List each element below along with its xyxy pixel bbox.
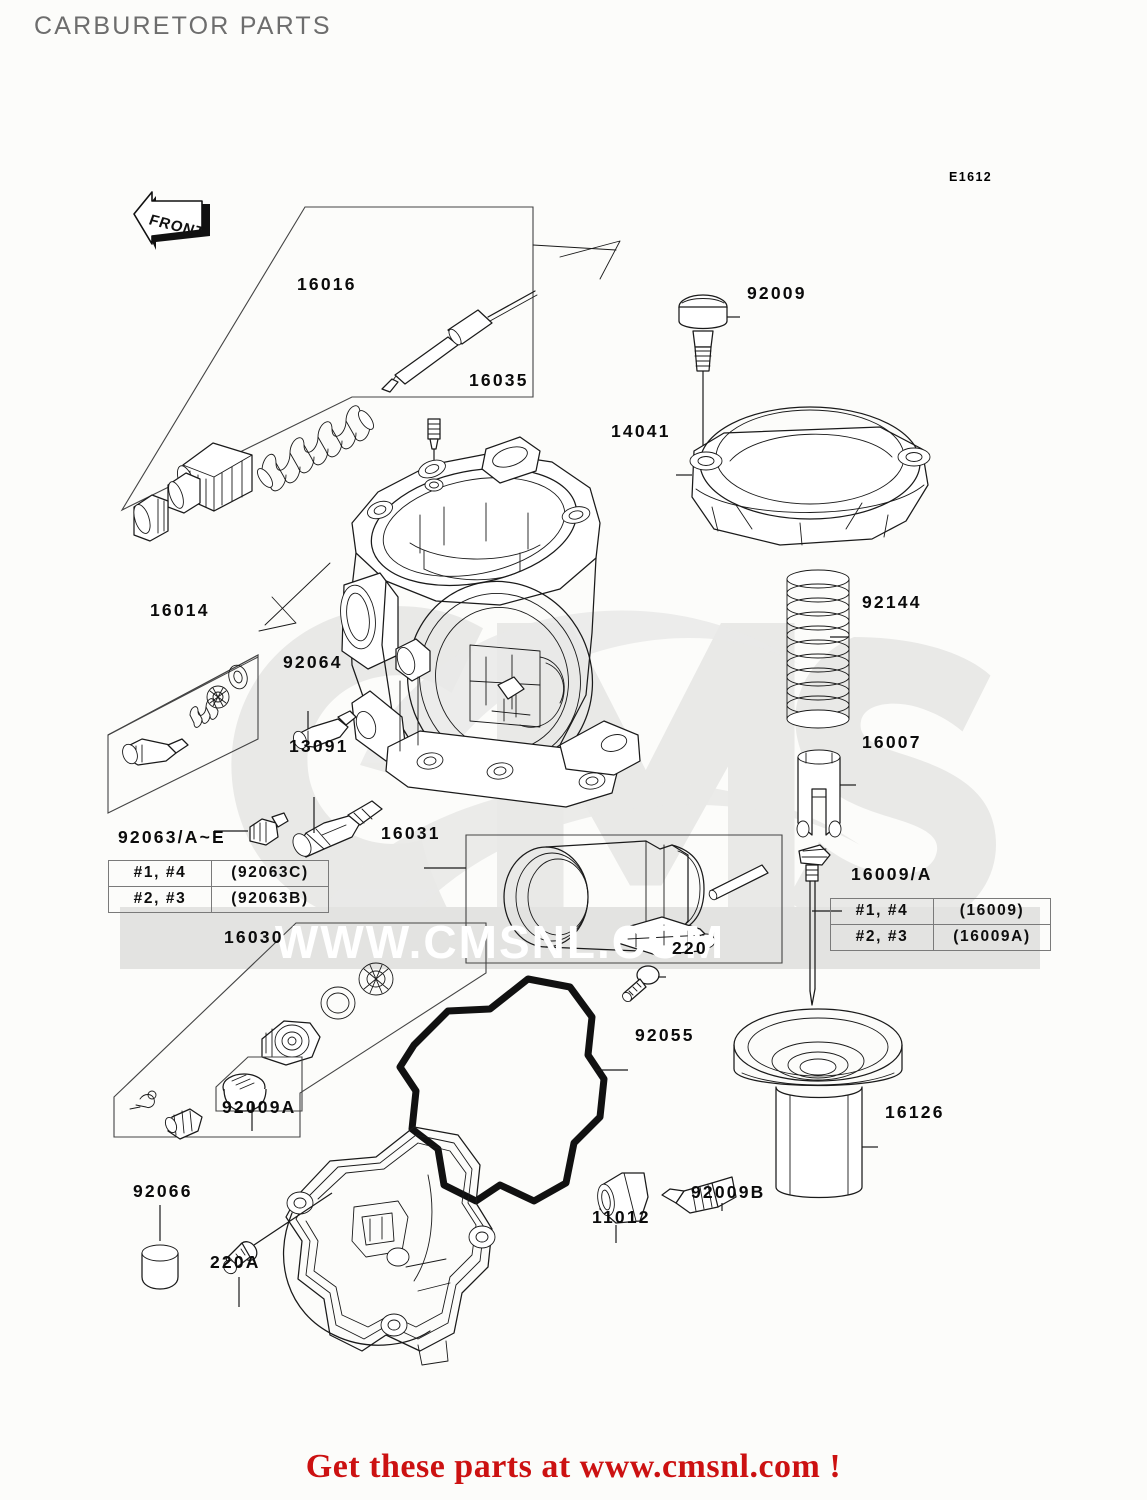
callout-92055: 92055 xyxy=(635,1025,695,1045)
variant-table-16009: #1, #4 (16009) #2, #3 (16009A) xyxy=(830,898,1051,951)
part-92066-plug xyxy=(141,1205,179,1290)
part-16016-jet-needle xyxy=(381,290,538,393)
callout-14041: 14041 xyxy=(611,421,671,441)
callout-16014: 16014 xyxy=(150,600,210,620)
part-13091-holder xyxy=(292,797,383,858)
callout-220: 220 xyxy=(672,938,708,958)
table-row: #2, #3 (92063B) xyxy=(108,886,329,913)
part-16126-valve xyxy=(733,1008,903,1199)
cylinder-group: #2, #3 xyxy=(830,924,934,951)
callout-16009A: 16009/A xyxy=(851,864,933,884)
part-number: (16009) xyxy=(933,898,1051,925)
variant-table-92063: #1, #4 (92063C) #2, #3 (92063B) xyxy=(108,860,329,913)
table-row: #1, #4 (16009) xyxy=(830,898,1051,925)
part-92144-spring xyxy=(786,569,850,729)
part-92064-jet xyxy=(293,710,357,750)
callout-92009B: 92009B xyxy=(691,1182,766,1202)
callout-16016: 16016 xyxy=(297,274,357,294)
part-float-bowl xyxy=(282,1126,496,1366)
callout-16030: 16030 xyxy=(224,927,284,947)
group-box-16016 xyxy=(120,206,534,512)
part-16035-pilot-jet xyxy=(427,418,441,481)
table-row: #2, #3 (16009A) xyxy=(830,924,1051,951)
callout-92009A: 92009A xyxy=(222,1097,297,1117)
cylinder-group: #2, #3 xyxy=(108,886,212,913)
part-92063-jet xyxy=(214,812,289,846)
watermark-band-text: WWW.CMSNL.COM xyxy=(274,916,726,968)
part-220-screw xyxy=(622,965,666,1003)
callout-220A: 220A xyxy=(210,1252,261,1272)
part-16009-jet-needle xyxy=(798,844,842,1006)
part-number: (16009A) xyxy=(933,924,1051,951)
part-16016-spring xyxy=(257,405,374,492)
part-number: (92063C) xyxy=(211,860,329,887)
cylinder-group: #1, #4 xyxy=(108,860,212,887)
part-16031-float xyxy=(424,840,769,956)
part-16014-pilot-screw-set xyxy=(122,664,248,766)
part-11012-cap xyxy=(597,1172,649,1243)
callout-92009: 92009 xyxy=(747,283,807,303)
group-box-16030 xyxy=(113,922,487,1138)
group-box-16031 xyxy=(465,834,783,964)
callout-92066: 92066 xyxy=(133,1181,193,1201)
part-16016-needle-jet-holder xyxy=(167,442,253,514)
callout-16126: 16126 xyxy=(885,1102,945,1122)
front-direction-badge: FRONT xyxy=(126,186,218,262)
callout-16035: 16035 xyxy=(469,370,529,390)
callout-92144: 92144 xyxy=(862,592,922,612)
callout-13091: 13091 xyxy=(289,736,349,756)
part-carburetor-body xyxy=(340,436,641,808)
page-title: CARBURETOR PARTS xyxy=(34,12,332,40)
callout-92063: 92063/A~E xyxy=(118,827,226,847)
cylinder-group: #1, #4 xyxy=(830,898,934,925)
group-box-92009A xyxy=(215,1056,303,1112)
callout-16007: 16007 xyxy=(862,732,922,752)
diagram-code: E1612 xyxy=(949,170,993,184)
part-92009B-screw xyxy=(661,1176,737,1214)
callout-11012: 11012 xyxy=(592,1207,651,1227)
part-number: (92063B) xyxy=(211,886,329,913)
callout-16031: 16031 xyxy=(381,823,441,843)
part-14041-top-cover xyxy=(676,406,931,546)
part-92009-screw xyxy=(678,294,740,463)
footer-cta: Get these parts at www.cmsnl.com ! xyxy=(305,1448,842,1485)
part-16007-needle-holder xyxy=(796,749,856,838)
part-92009A-screw xyxy=(222,1073,267,1131)
table-row: #1, #4 (92063C) xyxy=(108,860,329,887)
part-220A-screw xyxy=(223,1192,333,1307)
callout-92064: 92064 xyxy=(283,652,343,672)
group-box-16014 xyxy=(107,654,259,814)
part-92055-o-ring xyxy=(396,975,628,1205)
part-16016-collar xyxy=(133,494,169,542)
part-16030-needle-valve-set xyxy=(129,962,394,1140)
